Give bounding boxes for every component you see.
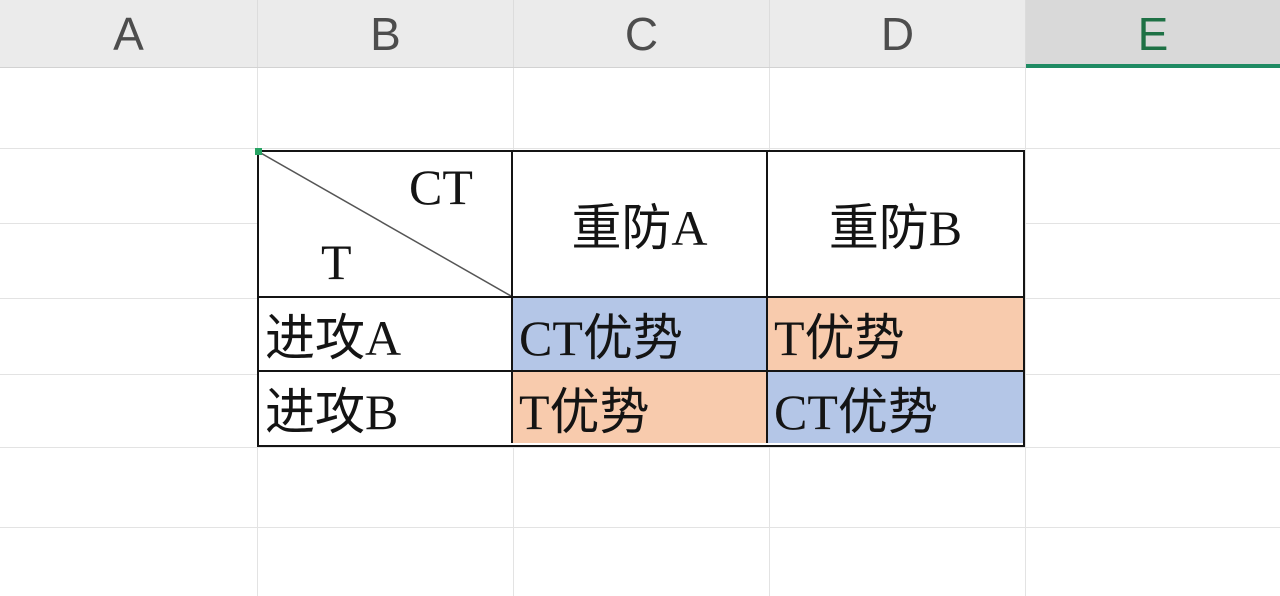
gridline-horizontal <box>0 527 1280 528</box>
column-header-b[interactable]: B <box>257 0 513 67</box>
column-header-c[interactable]: C <box>513 0 769 67</box>
matrix-cell-r2c2[interactable]: CT优势 <box>768 372 1023 443</box>
matrix-row-header-attackB[interactable]: 进攻B <box>259 372 513 443</box>
gridline-vertical <box>1025 68 1026 596</box>
gridline-horizontal <box>0 447 1280 448</box>
matrix-cell-r1c1[interactable]: CT优势 <box>513 298 768 372</box>
column-header-d[interactable]: D <box>769 0 1025 67</box>
matrix-col-header-label: 重防B <box>828 200 963 256</box>
payoff-matrix-table: CT T 重防A 重防B 进攻A CT优势 T优势 进攻B T优势 CT优势 <box>257 150 1025 447</box>
corner-ct-label: CT <box>409 159 473 215</box>
column-header-e-selected[interactable]: E <box>1025 0 1280 68</box>
corner-diagonal-cell[interactable]: CT T <box>259 152 513 298</box>
matrix-col-header-label: 重防A <box>571 200 708 256</box>
matrix-cell-value: T优势 <box>774 310 905 366</box>
matrix-row-header-label: 进攻A <box>265 310 402 366</box>
matrix-cell-value: T优势 <box>519 383 650 440</box>
matrix-cell-value: CT优势 <box>519 310 683 366</box>
selection-corner-marker <box>255 148 262 155</box>
diagonal-line <box>259 152 511 296</box>
selected-column-underline <box>1026 64 1280 68</box>
column-header-label: E <box>1137 7 1169 60</box>
matrix-row-header-label: 进攻B <box>265 383 399 440</box>
matrix-cell-value: CT优势 <box>774 383 938 440</box>
column-header-a[interactable]: A <box>0 0 257 67</box>
gridline-horizontal <box>0 148 1280 149</box>
column-header-label: D <box>880 7 915 60</box>
column-header-label: C <box>624 7 659 60</box>
corner-t-label: T <box>321 234 352 290</box>
column-header-label: B <box>370 7 401 60</box>
matrix-col-header-defendA[interactable]: 重防A <box>513 152 768 298</box>
matrix-row-header-attackA[interactable]: 进攻A <box>259 298 513 372</box>
matrix-cell-r1c2[interactable]: T优势 <box>768 298 1023 372</box>
matrix-cell-r2c1[interactable]: T优势 <box>513 372 768 443</box>
matrix-col-header-defendB[interactable]: 重防B <box>768 152 1023 298</box>
column-header-label: A <box>113 7 144 60</box>
column-header-row: A B C D E <box>0 0 1280 68</box>
